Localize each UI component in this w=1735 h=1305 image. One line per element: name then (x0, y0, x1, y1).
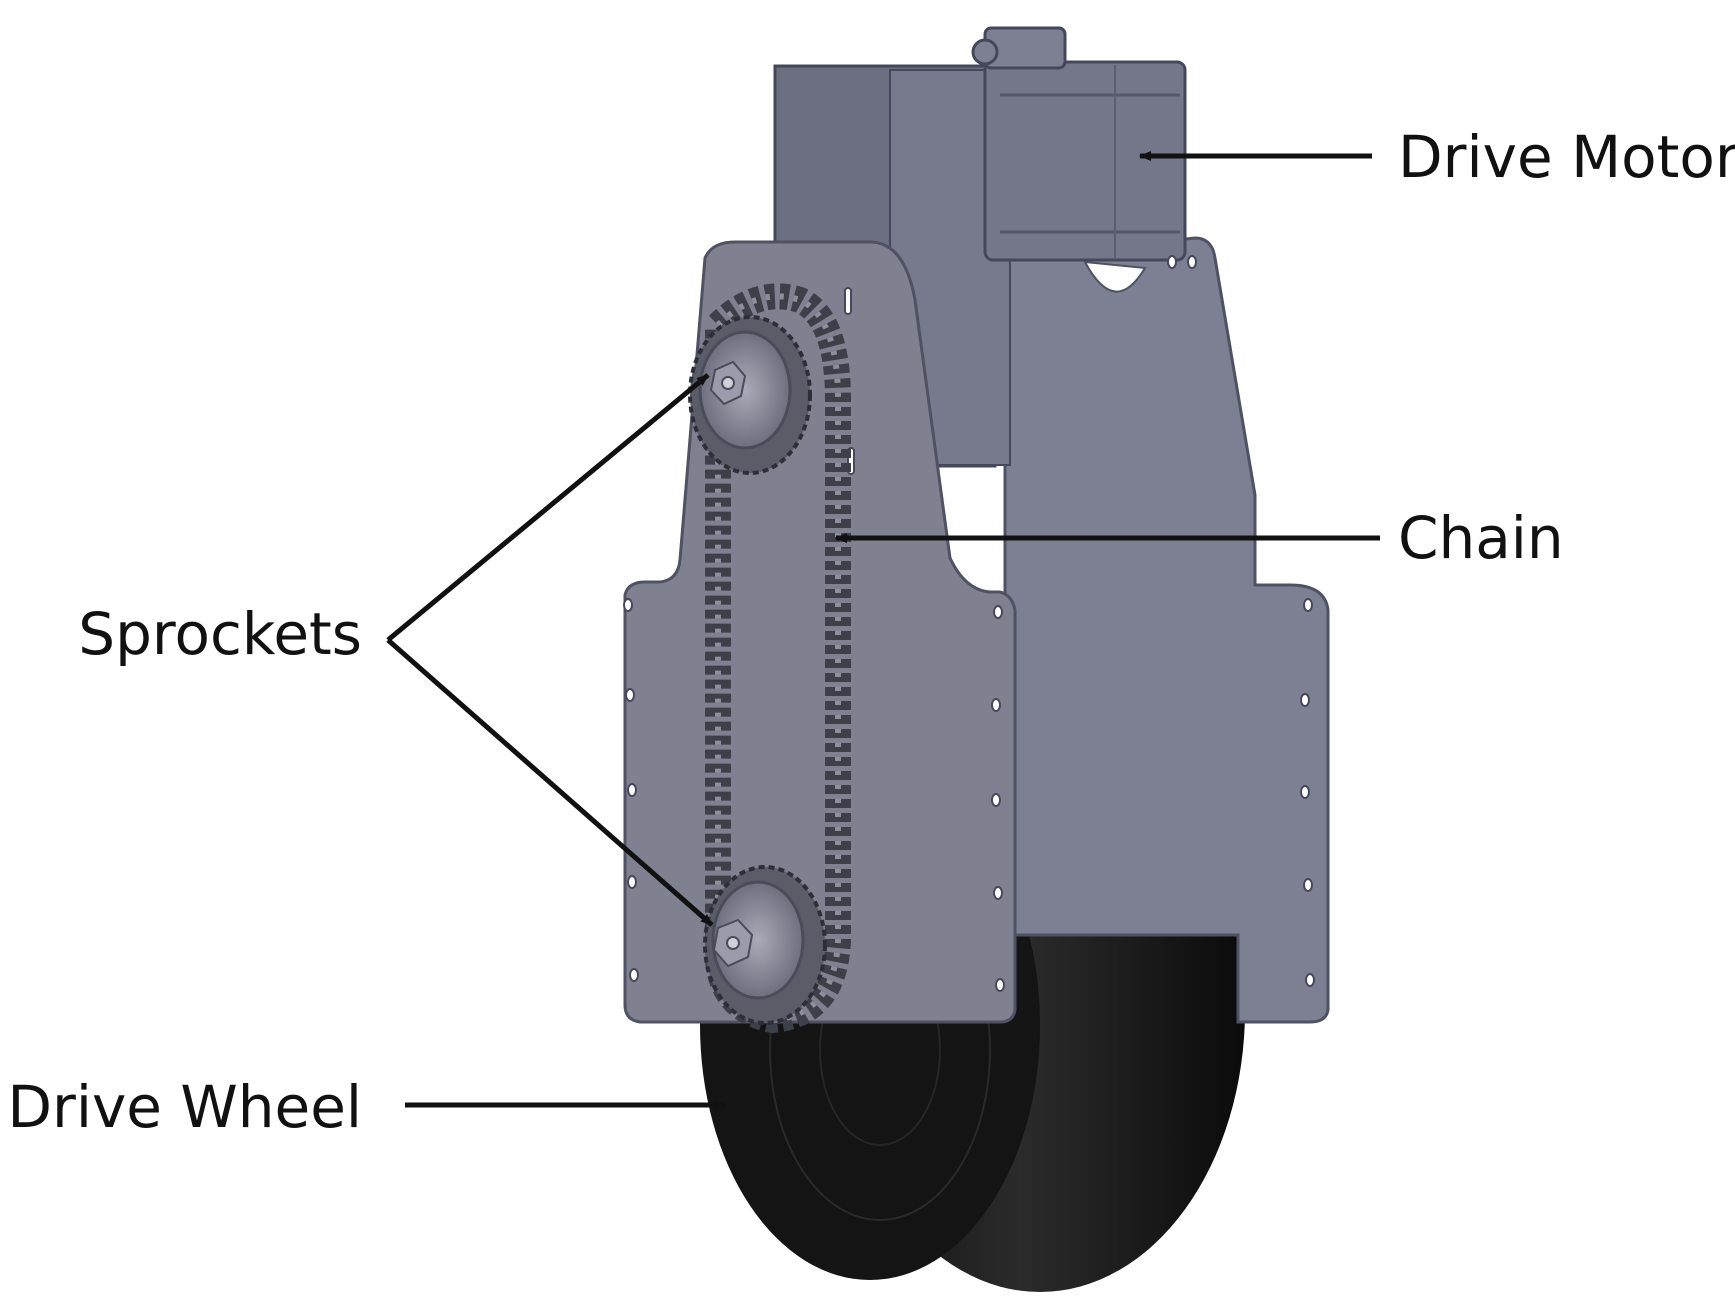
motor-body (983, 60, 1187, 262)
rear-side-plate (1003, 236, 1330, 1024)
plate-holes (623, 255, 1315, 992)
chain (705, 283, 851, 1034)
sprockets-label: Sprockets (78, 600, 362, 668)
chain-label: Chain (1398, 504, 1564, 572)
drive-motor-label: Drive Motor (1398, 123, 1735, 191)
callout-arrows (386, 151, 1380, 1110)
sprockets-upper-arrow (386, 373, 710, 642)
rear-plate-notch (1083, 260, 1147, 293)
lower-sprocket (703, 865, 827, 1025)
drive-wheel-label: Drive Wheel (7, 1073, 362, 1141)
sprockets-lower-arrow (386, 638, 714, 927)
upper-sprocket (688, 315, 812, 475)
